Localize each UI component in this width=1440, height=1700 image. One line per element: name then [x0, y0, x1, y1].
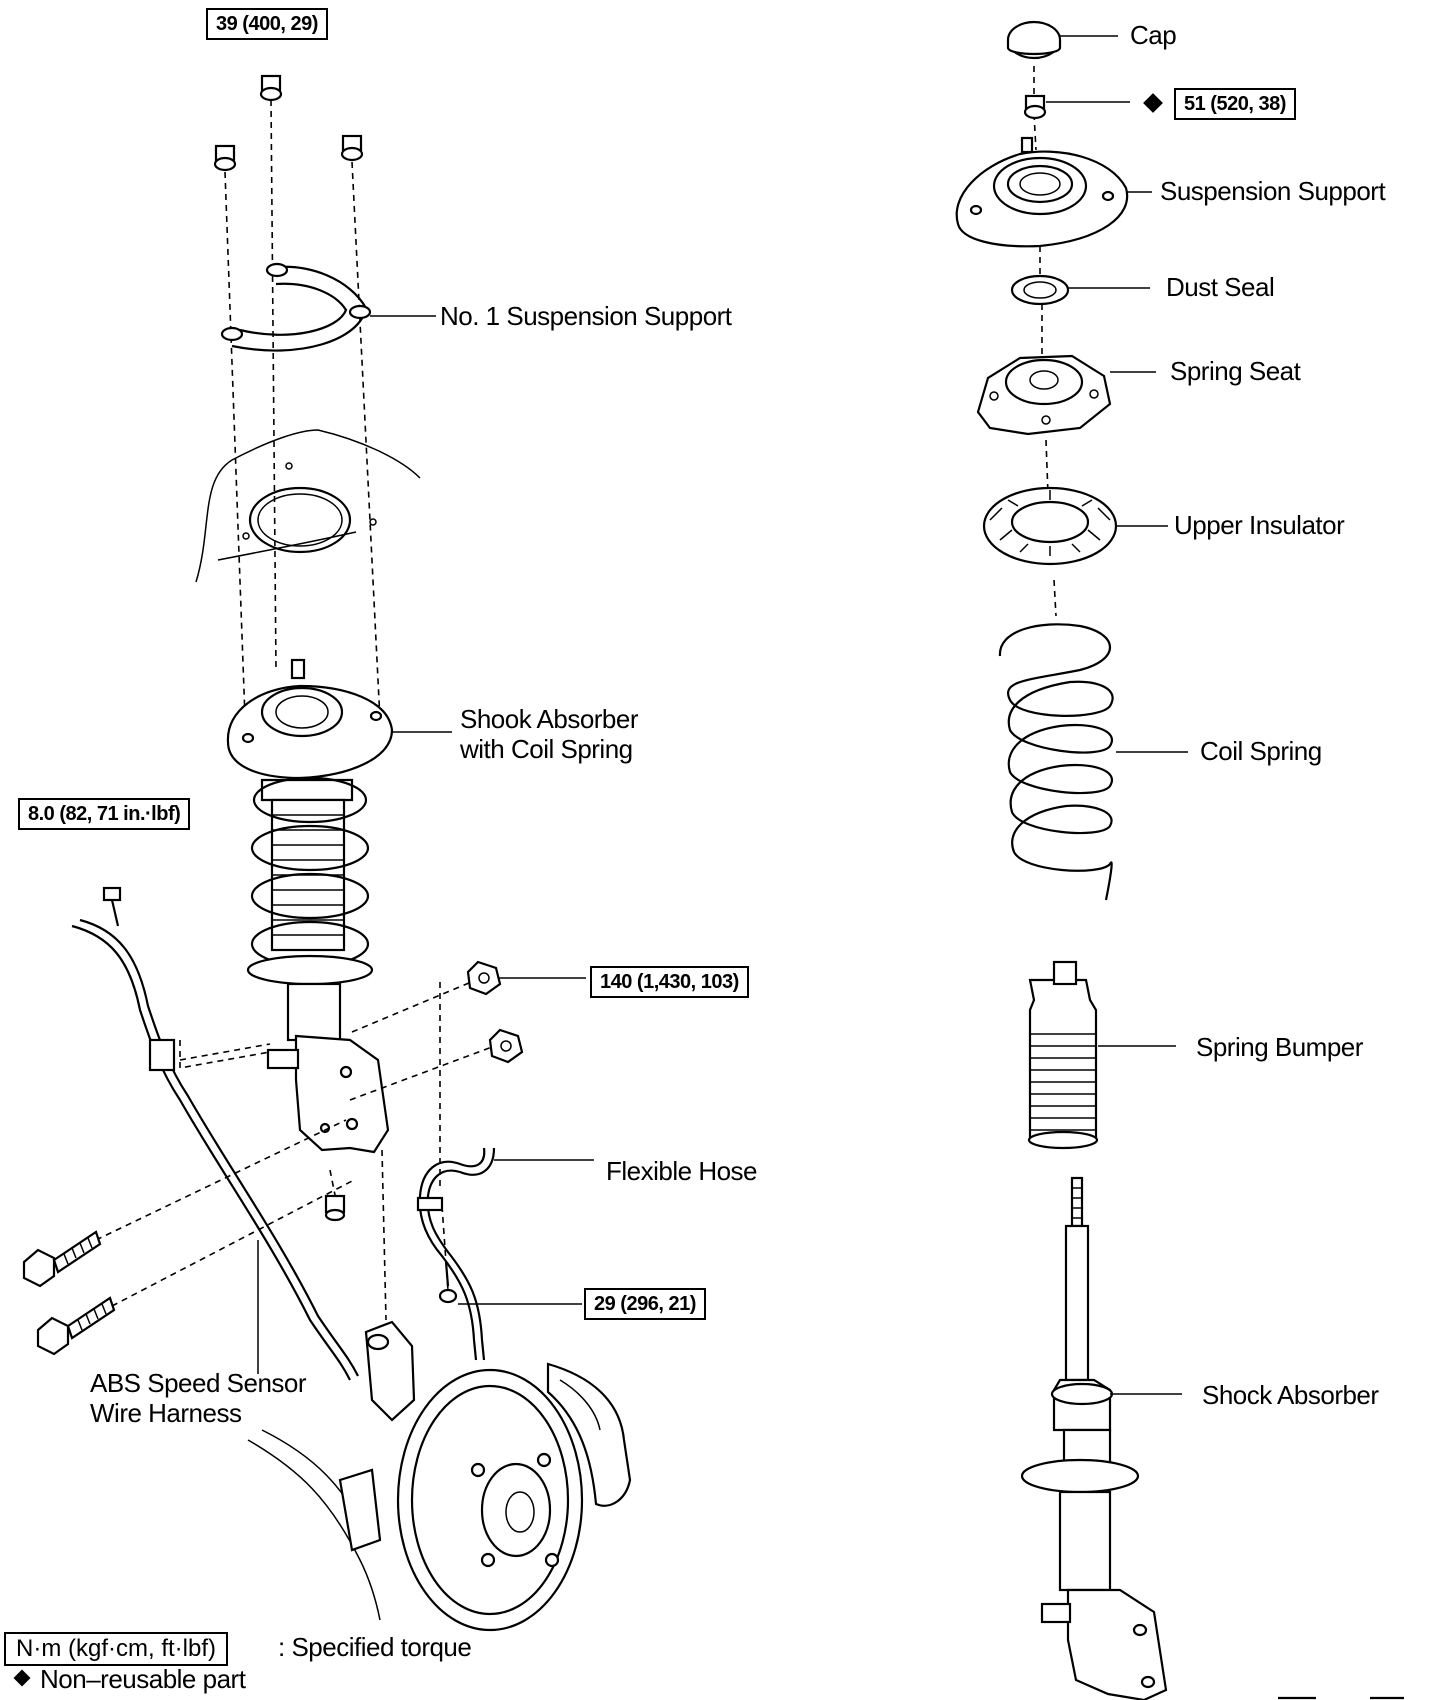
spring-bumper — [1027, 960, 1099, 1150]
label-coil-spring: Coil Spring — [1200, 736, 1322, 766]
steering-knuckle-and-disc — [247, 1320, 632, 1632]
label-suspension-support: Suspension Support — [1160, 176, 1386, 206]
flexible-hose — [416, 1147, 496, 1361]
knuckle-bolt-lower — [36, 1296, 116, 1356]
torque-box-top-nut: 39 (400, 29) — [206, 8, 328, 40]
label-dust-seal: Dust Seal — [1166, 272, 1275, 302]
legend-non-reusable: Non–reusable part — [40, 1664, 246, 1694]
knuckle-nut-upper — [466, 960, 502, 996]
upper-nut-right — [340, 134, 364, 162]
spring-seat — [976, 354, 1112, 436]
knuckle-nut-lower — [488, 1028, 524, 1064]
label-cap: Cap — [1130, 20, 1177, 50]
abs-speed-sensor-wire-harness — [71, 918, 359, 1381]
upper-nut-left — [213, 144, 237, 172]
label-abs-line1: ABS Speed Sensor — [90, 1368, 307, 1398]
label-shock-absorber: Shock Absorber — [1202, 1380, 1379, 1410]
body-panel — [195, 429, 421, 583]
hose-bolt — [438, 1261, 458, 1304]
label-abs-line2: Wire Harness — [90, 1398, 242, 1428]
dust-seal — [1010, 274, 1070, 306]
cap — [1006, 20, 1062, 60]
legend-specified-torque: : Specified torque — [278, 1632, 472, 1662]
torque-box-abs-bolt: 8.0 (82, 71 in.·lbf) — [18, 798, 191, 830]
lower-small-nut — [324, 1194, 346, 1222]
torque-box-knuckle-nut: 140 (1,430, 103) — [590, 966, 749, 998]
label-spring-bumper: Spring Bumper — [1196, 1032, 1363, 1062]
label-shock-with-coil-line2: with Coil Spring — [460, 734, 633, 764]
legend-torque-unit: N·m (kgf·cm, ft·lbf) — [4, 1632, 228, 1666]
torque-box-lock-nut: 51 (520, 38) — [1174, 88, 1296, 120]
no1-suspension-support — [220, 262, 372, 352]
label-shock-with-coil-line1: Shook Absorber — [460, 704, 639, 734]
upper-nut-center — [259, 74, 283, 102]
label-no1-suspension-support: No. 1 Suspension Support — [440, 301, 732, 331]
upper-insulator — [982, 486, 1118, 566]
upper-lock-nut — [1023, 94, 1047, 120]
shock-absorber — [1020, 1176, 1168, 1700]
torque-box-hose-bolt: 29 (296, 21) — [584, 1288, 706, 1320]
coil-spring — [998, 623, 1114, 901]
knuckle-bolt-upper — [22, 1230, 102, 1288]
shock-absorber-with-coil-spring — [226, 658, 394, 1154]
abs-sensor-bolt — [102, 886, 122, 927]
label-spring-seat: Spring Seat — [1170, 356, 1301, 386]
suspension-support — [955, 136, 1129, 248]
label-flexible-hose: Flexible Hose — [606, 1156, 758, 1186]
label-upper-insulator: Upper Insulator — [1174, 510, 1345, 540]
